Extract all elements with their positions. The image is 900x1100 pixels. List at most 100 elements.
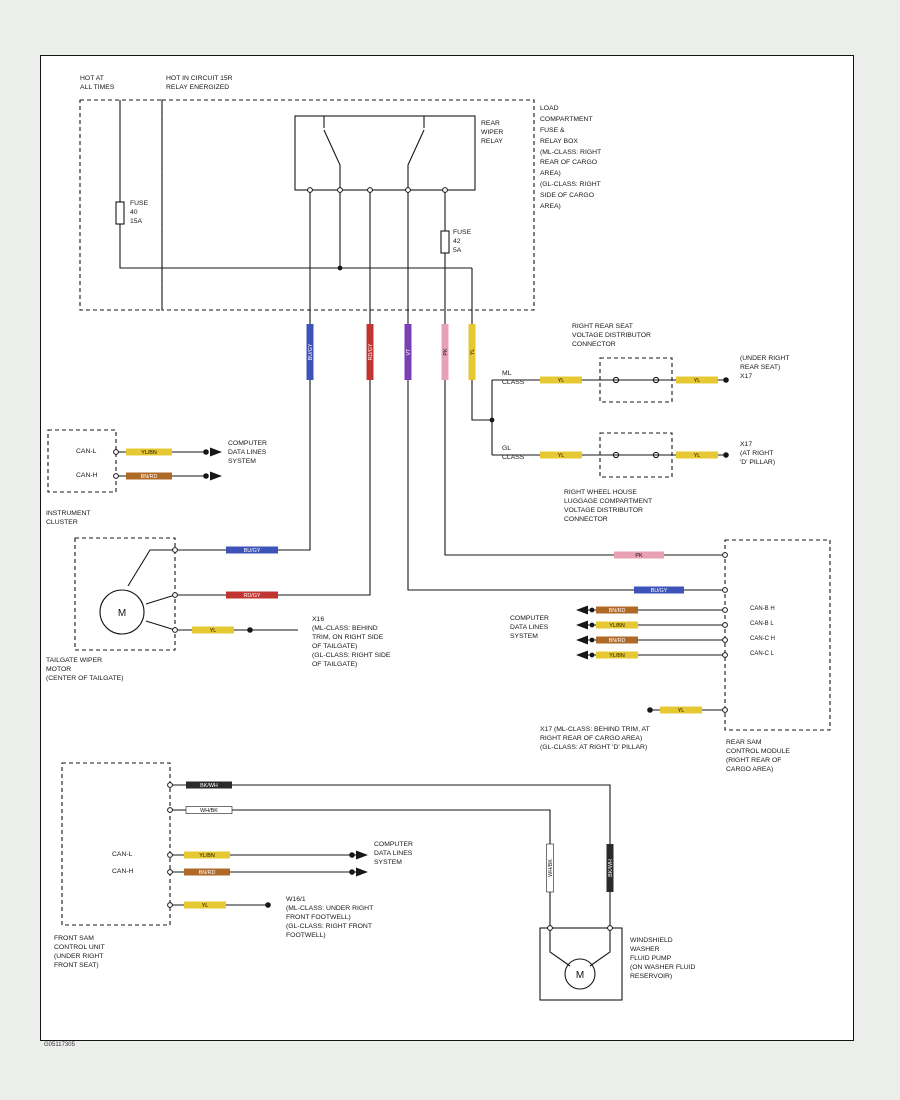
pin [722,587,728,593]
splice-dot [589,652,595,658]
footer-code: G05117305 [44,1042,75,1048]
junction-dot [337,265,343,271]
junction-dot [489,417,495,423]
front-sam-can-h-label: CAN-H [112,868,134,875]
splice-dot [589,607,595,613]
pin [167,782,173,788]
splice-dot [203,449,209,455]
hot-in-circuit-label: HOT IN CIRCUIT 15R RELAY ENERGIZED [166,75,233,91]
pin [405,187,411,193]
data-bus-arrow-icon [576,650,588,660]
patch-pump1-h [186,781,232,789]
patch-sam-can4 [596,651,638,659]
fuse42-symbol [440,230,450,254]
pin [722,607,728,613]
splice-dot [589,637,595,643]
splice-dot [203,473,209,479]
motor-m-label: M [118,608,126,619]
fuse42-label: FUSE 42 5A [453,229,472,254]
instrument-cluster-box [47,429,117,493]
patch-red-h [226,591,278,599]
patch-violet-v [404,324,412,380]
patch-blue-sam [634,586,684,594]
patch-pink-sam [614,551,664,559]
motor-lead-1 [145,594,176,605]
pin [172,592,178,598]
hot-in-circuit-box [161,99,535,311]
wire-code: VT [406,348,412,356]
component-internals [99,116,660,990]
ml-class-label: ML CLASS [502,370,525,386]
patch-yellow-ml2 [676,376,718,384]
rear-sam-pin-canc-l: CAN-C L [750,651,775,657]
wire-yellow-feed [471,268,492,421]
hot-at-all-times-label: HOT AT ALL TIMES [80,75,115,91]
gl-class-label: GL CLASS [502,445,525,461]
wire-code: BN/RD [609,608,626,614]
patch-sam-power [660,706,702,714]
patch-yellow-v [468,324,476,380]
instrument-cluster-label: INSTRUMENT CLUSTER [46,510,91,526]
connector-contact [652,451,660,459]
wire-code-patches: BU/GY RD/GY VT PK YL BU/GY RD/GY BU/GY P… [126,324,718,909]
pin [722,552,728,558]
rear-wiper-relay-label: REAR WIPER RELAY [481,120,504,145]
wire-fuse40-bus [119,224,472,269]
rear-sam-x17-label: X17 (ML-CLASS: BEHIND TRIM, AT RIGHT REA… [540,726,650,751]
front-sam-ground-label: W16/1 (ML-CLASS: UNDER RIGHT FRONT FOOTW… [286,896,374,939]
pump-lead-1 [549,928,571,967]
pin [113,473,119,479]
wire-code: PK [635,553,643,559]
splice-dot [647,707,653,713]
wheel-distributor-title: RIGHT WHEEL HOUSE LUGGAGE COMPARTMENT VO… [564,489,653,523]
terminal-pins [113,187,728,931]
patch-red-v [366,324,374,380]
patch-blue-v [306,324,314,380]
wire-blue-motor [175,190,311,551]
pin [167,902,173,908]
tailgate-wiper-motor-label: TAILGATE WIPER MOTOR (CENTER OF TAILGATE… [46,657,124,682]
pin [442,187,448,193]
wire-code: RD/GY [368,343,374,360]
pin [722,652,728,658]
pin [547,925,553,931]
wire-code: YL [210,628,217,634]
patch-motor-yl [192,626,234,634]
patch-pump2-v [546,843,554,893]
front-sam-can-l-label: CAN-L [112,851,133,858]
patch-pump2-h [185,806,233,814]
motor-symbol [99,589,145,635]
wire-code: YL/BN [609,653,625,659]
wire-code: YL [694,453,701,459]
wire-code: YL [558,453,565,459]
wire-code: YL/BN [609,623,625,629]
pin [722,622,728,628]
seat-distributor-location: (UNDER RIGHT REAR SEAT) X17 [740,355,790,380]
connector-contact [652,376,660,384]
pin [337,187,343,193]
wire-code: YL [202,903,209,909]
patch-front-canh [184,868,230,876]
patch-sam-can2 [596,621,638,629]
wire-code: BN/RD [141,474,158,480]
front-sam-data-lines-label: COMPUTER DATA LINES SYSTEM [374,841,413,866]
fuse40-label: FUSE 40 15A [130,200,149,225]
wire-code: YL [558,378,565,384]
data-bus-arrow-icon [210,471,222,481]
relay-contact-left [323,129,341,190]
wire-code: BU/GY [244,548,261,554]
component-boxes [47,99,831,1001]
front-sam-name-label: FRONT SAM CONTROL UNIT (UNDER RIGHT FRON… [54,935,105,969]
pin [307,187,313,193]
relay-contact-right [407,129,425,190]
rear-sam-module-box [724,539,831,731]
fuse-box-label: LOAD COMPARTMENT FUSE & RELAY BOX (ML-CL… [540,105,602,210]
splice-dot [349,852,355,858]
patch-cluster-canh [126,472,172,480]
splice-dot [265,902,271,908]
x16-connector-label: X16 (ML-CLASS: BEHIND TRIM, ON RIGHT SID… [312,616,391,668]
pin [367,187,373,193]
data-bus-arrow-icon [356,850,368,860]
patch-sam-can3 [596,636,638,644]
cluster-can-l-label: CAN-L [76,448,97,455]
